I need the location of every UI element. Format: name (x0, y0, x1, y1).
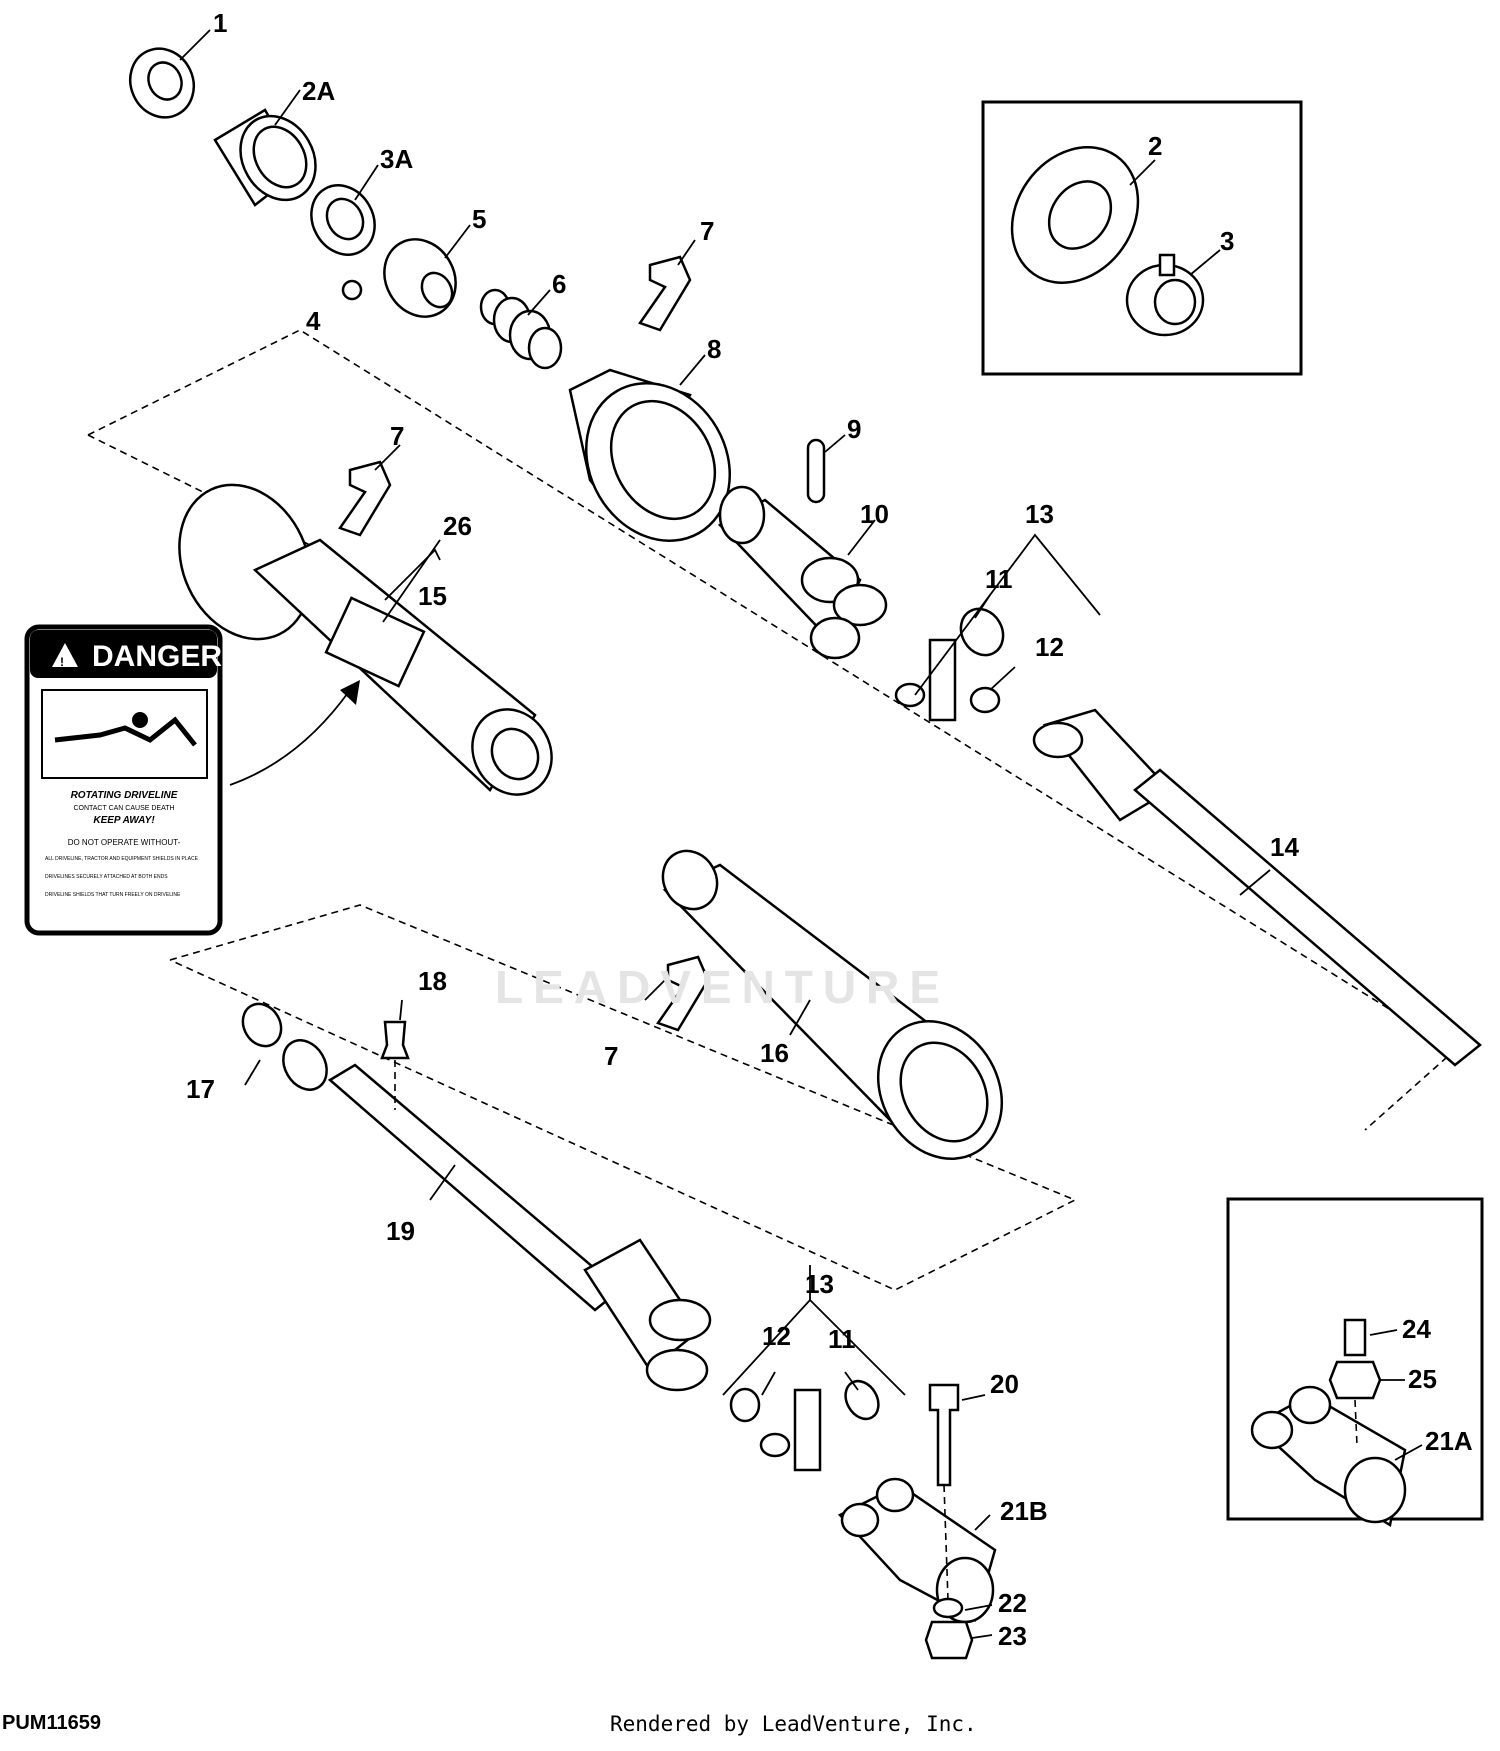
part-14-inner-shaft (1032, 708, 1482, 1067)
part-5-bushing (383, 238, 457, 318)
callout-1: 1 (213, 8, 227, 38)
part-21b-clamp-yoke (837, 1477, 997, 1624)
part-7-clip-mid (338, 460, 392, 537)
callout-14: 14 (1270, 832, 1299, 862)
watermark-text: LEADVENTURE (495, 961, 951, 1013)
decal-bullet-3: DRIVELINE SHIELDS THAT TURN FREELY ON DR… (45, 892, 181, 898)
part-13-cross-upper (894, 607, 1005, 722)
part-3-collar (1125, 253, 1205, 337)
inset-box-top (981, 100, 1303, 376)
part-4-ball (341, 279, 363, 301)
part-23-nut (924, 1620, 974, 1660)
callout-18: 18 (418, 966, 447, 996)
callout-12a: 12 (1035, 632, 1064, 662)
callout-15: 15 (418, 581, 447, 611)
danger-decal: ! DANGER ROTATING DRIVELINE CONTACT CAN … (24, 624, 223, 936)
decal-bullet-1: ALL DRIVELINE, TRACTOR AND EQUIPMENT SHI… (45, 856, 199, 862)
part-22-lock-washer (932, 1597, 964, 1619)
part-1-washer (128, 47, 196, 119)
callout-21a: 21A (1425, 1426, 1473, 1456)
part-7-clip-top (638, 255, 692, 332)
callout-7c: 7 (604, 1041, 618, 1071)
callout-9: 9 (847, 414, 861, 444)
part-3a-ring (310, 184, 376, 256)
part-10-yoke (717, 485, 888, 660)
callout-10: 10 (860, 499, 889, 529)
callout-24: 24 (1402, 1314, 1431, 1344)
callout-22: 22 (998, 1588, 1027, 1618)
part-21a-clamp-yoke (1250, 1385, 1407, 1527)
callout-26: 26 (443, 511, 472, 541)
decal-line4: DO NOT OPERATE WITHOUT- (68, 838, 181, 847)
part-17-snap-ring (241, 1002, 283, 1048)
callout-8: 8 (707, 334, 721, 364)
part-2-friction-plate (1010, 146, 1140, 284)
callout-11b: 11 (828, 1324, 856, 1354)
part-2a-cup (213, 108, 317, 207)
part-9-pin (806, 438, 826, 504)
part-7-clip-bottom (656, 955, 710, 1032)
callout-6: 6 (552, 269, 566, 299)
callout-23: 23 (998, 1621, 1027, 1651)
callout-19: 19 (386, 1216, 415, 1246)
part-13-cross-lower (729, 1379, 880, 1472)
inset-box-bottom (1226, 1197, 1484, 1521)
callout-20: 20 (990, 1369, 1019, 1399)
callout-13a: 13 (1025, 499, 1054, 529)
callout-25: 25 (1408, 1364, 1437, 1394)
part-18-grease-fitting (380, 1020, 410, 1060)
decal-line1: ROTATING DRIVELINE (71, 790, 178, 801)
callout-5: 5 (472, 204, 486, 234)
callout-3a: 3A (380, 144, 413, 174)
callout-4: 4 (306, 306, 321, 336)
callout-17: 17 (186, 1074, 215, 1104)
part-16-inner-guard (661, 849, 1004, 1161)
callout-3: 3 (1220, 226, 1234, 256)
callout-2: 2 (1148, 131, 1162, 161)
decal-line2: CONTACT CAN CAUSE DEATH (73, 805, 174, 812)
callout-7b: 7 (390, 421, 404, 451)
callouts: 1 2A 3A 4 5 6 7 7 7 8 9 10 13 11 12 14 2… (186, 8, 1473, 1651)
callout-13b: 13 (805, 1269, 834, 1299)
svg-text:!: ! (60, 655, 64, 669)
callout-7a: 7 (700, 216, 714, 246)
callout-12b: 12 (762, 1321, 791, 1351)
decal-header: DANGER (92, 640, 222, 673)
part-19-outer-shaft (282, 1039, 712, 1392)
decal-line3: KEEP AWAY! (93, 815, 155, 826)
assembly-boundaries (87, 329, 1457, 1291)
part-6-spring (479, 288, 563, 370)
part-24-set-screw (1343, 1318, 1367, 1357)
callout-21b: 21B (1000, 1496, 1048, 1526)
render-credit: Rendered by LeadVenture, Inc. (610, 1712, 977, 1736)
part-26-outer-guard (178, 483, 553, 796)
part-25-jam-nut (1328, 1360, 1382, 1400)
leader-lines (179, 29, 1423, 1639)
drawing-id: PUM11659 (2, 1712, 101, 1734)
part-8-shield-cone (568, 368, 732, 542)
callout-11a: 11 (985, 564, 1013, 594)
decal-bullet-2: DRIVELINES SECURELY ATTACHED AT BOTH END… (45, 874, 168, 880)
part-20-bolt (928, 1383, 960, 1487)
callout-2a: 2A (302, 76, 335, 106)
callout-16: 16 (760, 1038, 789, 1068)
